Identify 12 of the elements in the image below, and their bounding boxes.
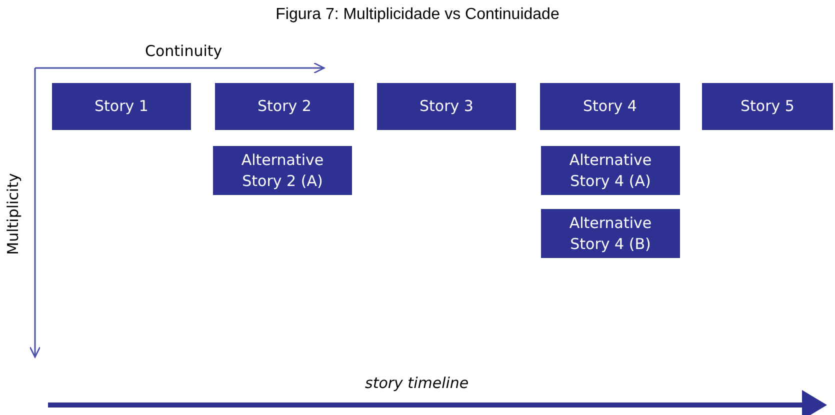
axis-label: Multiplicity [4, 173, 22, 255]
story-box: Alternative Story 4 (B) [541, 209, 680, 258]
story-box: Story 2 [215, 83, 354, 130]
axis-label: Continuity [145, 42, 222, 60]
figure-title: Figura 7: Multiplicidade vs Continuidade [274, 6, 560, 24]
story-box: Story 4 [540, 83, 680, 130]
story-box: Story 1 [52, 83, 191, 130]
story-box: Alternative Story 2 (A) [213, 146, 352, 195]
story-box: Story 5 [702, 83, 833, 130]
story-box: Alternative Story 4 (A) [541, 146, 680, 195]
story-box: Story 3 [377, 83, 516, 130]
axis-label: story timeline [365, 374, 469, 392]
